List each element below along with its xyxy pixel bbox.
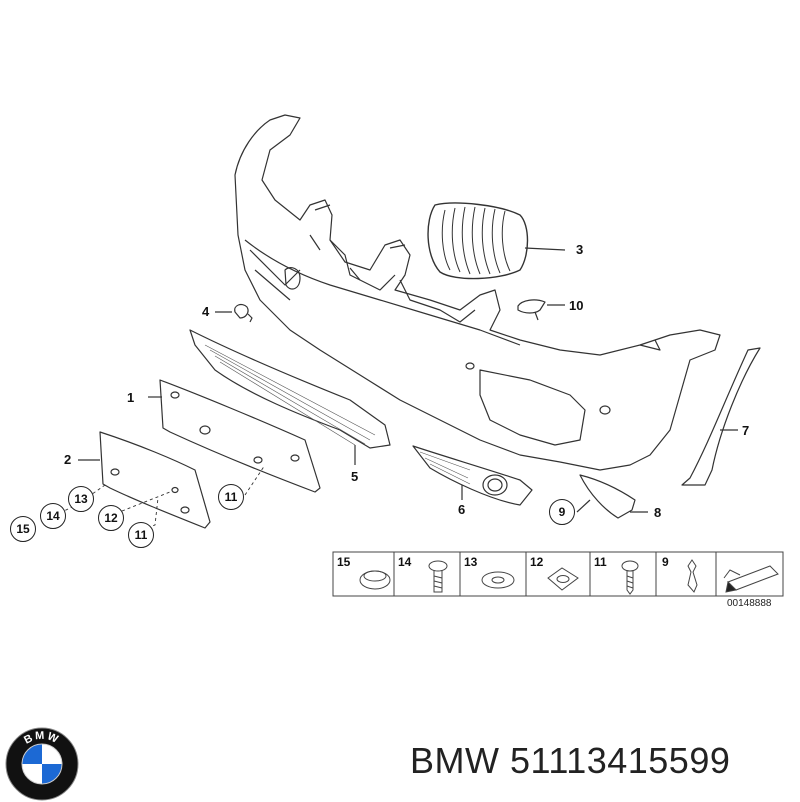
legend-label-9: 9 [662, 555, 669, 569]
fog-lamp-grille [412, 445, 533, 506]
license-plate-holder [159, 379, 321, 493]
legend-label-11: 11 [594, 555, 607, 569]
callout-13: 13 [68, 486, 94, 512]
svg-text:BMW: BMW [22, 730, 62, 747]
callout-5: 5 [351, 469, 359, 484]
callout-11-right: 11 [218, 484, 244, 510]
callout-12: 12 [98, 505, 124, 531]
callout-4: 4 [202, 304, 210, 319]
clip-part [234, 303, 249, 319]
callout-2: 2 [64, 452, 72, 467]
callout-8: 8 [654, 505, 662, 520]
callout-7: 7 [742, 423, 750, 438]
legend-label-15: 15 [337, 555, 351, 569]
side-trim-strip [681, 347, 761, 486]
callout-10: 10 [569, 298, 584, 313]
part-number-title: BMW 51113415599 [410, 740, 731, 781]
legend-label-13: 13 [464, 555, 478, 569]
legend-label-14: 14 [398, 555, 412, 569]
mounting-bracket [579, 474, 636, 519]
license-plate-base [99, 431, 211, 529]
callout-3: 3 [576, 242, 584, 257]
tow-eye-cover [517, 299, 546, 314]
callout-11-left: 11 [128, 522, 154, 548]
legend-label-12: 12 [530, 555, 544, 569]
callout-1: 1 [127, 390, 135, 405]
callout-15: 15 [10, 516, 36, 542]
bmw-logo: BMW [5, 727, 79, 801]
drawing-number: 00148888 [727, 598, 772, 609]
lower-grille-strip [189, 329, 391, 449]
kidney-grille [427, 202, 529, 280]
callout-14: 14 [40, 503, 66, 529]
callout-6: 6 [458, 502, 466, 517]
bumper-cover [234, 114, 721, 471]
fastener-legend [332, 551, 784, 597]
callout-9: 9 [549, 499, 575, 525]
